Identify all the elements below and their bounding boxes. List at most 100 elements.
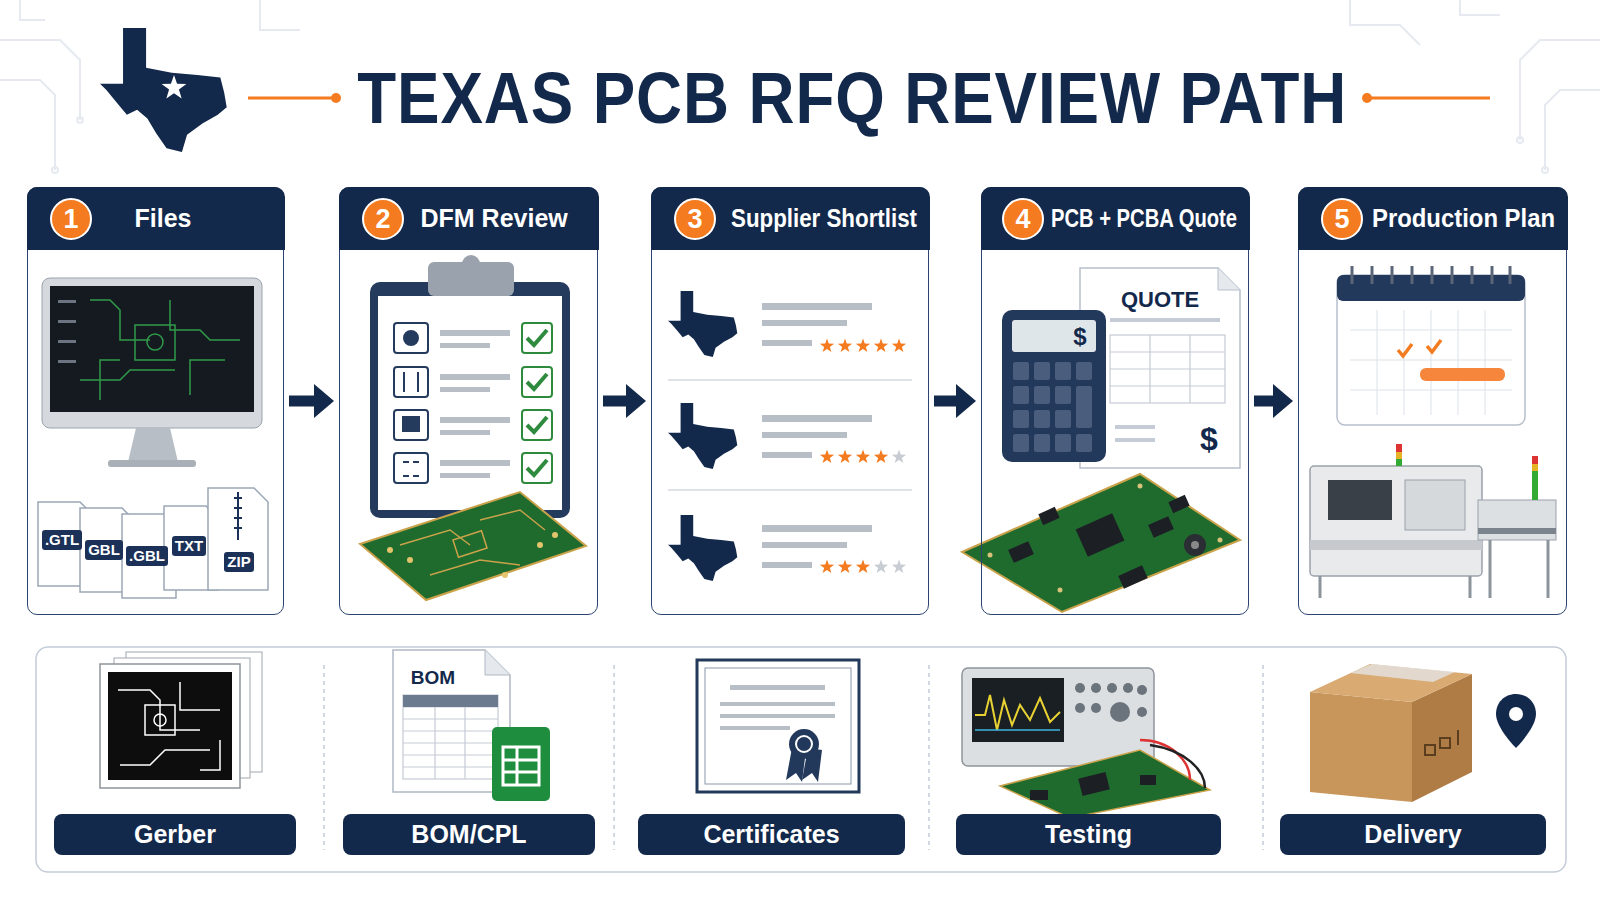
calculator-icon-part-part — [1034, 386, 1050, 404]
arrow-shaft — [289, 396, 316, 407]
bom-sheet-part-part — [503, 747, 539, 785]
certificate-icon-part — [789, 729, 819, 759]
calendar-icon-part-part — [1411, 266, 1414, 284]
quote-document-part-part — [1110, 368, 1225, 369]
calendar-icon-part-part — [1471, 266, 1474, 284]
title-rule-part — [248, 97, 333, 100]
step-title: DFM Review — [421, 204, 568, 233]
pill-label: Certificates — [703, 814, 839, 855]
rating-stars-part — [820, 560, 834, 574]
certificate-icon-part — [697, 660, 859, 792]
oscilloscope-icon-part — [1000, 750, 1210, 818]
gerber-sheets-part-part — [145, 705, 175, 735]
smt-machine-part-part — [1319, 576, 1322, 598]
step-number-circle: 4 — [1002, 198, 1044, 240]
smt-machine-part — [1396, 459, 1402, 466]
calendar-icon-part-part — [1509, 266, 1512, 284]
oscilloscope-icon-part-part — [1137, 685, 1147, 695]
quote-heading: QUOTE — [1121, 288, 1199, 312]
quote-document-part-part — [1115, 438, 1155, 442]
rating-stars-part — [838, 560, 852, 574]
smt-machine-part — [1396, 444, 1402, 452]
oscilloscope-icon-part-part — [1091, 703, 1101, 713]
resource-pill: Certificates — [638, 814, 905, 855]
rating-stars-part — [820, 339, 834, 353]
bom-sheet-part — [485, 650, 510, 675]
monitor-icon — [42, 278, 262, 467]
delivery-box-part-part — [1440, 738, 1450, 748]
delivery-box-part — [1496, 694, 1536, 748]
delivery-box-part — [1509, 707, 1523, 721]
title-rule-part — [1362, 93, 1372, 103]
clipboard-icon-part-part — [403, 462, 419, 476]
clipboard-icon-part-part — [417, 372, 419, 392]
clipboard-icon-part — [462, 255, 480, 273]
circuit-background — [0, 0, 1600, 173]
clipboard-icon-part-part — [522, 323, 552, 353]
step-panel: PCB + PCBA Quote4 — [981, 187, 1249, 615]
file-icons-part-part — [234, 527, 242, 529]
monitor-icon-part-part — [90, 300, 150, 340]
oscilloscope-icon-part-part — [1137, 707, 1147, 717]
assembled-pcb-part-part — [1148, 516, 1174, 538]
clipboard-icon-part-part — [403, 372, 405, 392]
gerber-sheets-part-part — [200, 740, 220, 770]
title-rule-part — [331, 93, 341, 103]
assembled-pcb-part-part — [1076, 513, 1125, 557]
flow-arrow — [1254, 384, 1293, 418]
clipboard-icon — [370, 255, 570, 518]
oscilloscope-icon — [962, 668, 1210, 818]
clipboard-icon-part — [394, 323, 428, 483]
quote-document-part — [1115, 425, 1155, 442]
assembled-pcb — [962, 474, 1240, 612]
rating-stars-part — [856, 339, 870, 353]
delivery-box-part — [1310, 664, 1472, 702]
supplier-rows-part-part — [762, 525, 872, 532]
circuit-background-part — [0, 80, 55, 170]
oscilloscope-icon-part — [1150, 745, 1205, 788]
clipboard-icon-part-part — [440, 460, 510, 466]
clipboard-icon-part-part — [527, 460, 547, 475]
calculator-icon-part-part — [1076, 362, 1092, 380]
oscilloscope-icon-part-part — [1075, 683, 1085, 693]
supplier-rows-part-part — [762, 415, 872, 422]
supplier-rows-part-part — [762, 452, 812, 458]
arrow-head — [314, 384, 334, 418]
pill-label: Delivery — [1364, 814, 1461, 855]
texas-title-map-part — [162, 75, 187, 99]
resource-band — [36, 647, 1566, 872]
clipboard-icon-part-part — [440, 430, 490, 435]
bom-sheet-part-part — [403, 766, 498, 767]
calculator-icon-part-part — [1055, 410, 1071, 428]
assembled-pcb-part — [1008, 495, 1190, 589]
smt-machine-part — [1405, 480, 1465, 530]
smt-machine-part-part — [1469, 576, 1472, 598]
delivery-box-part-part — [1457, 730, 1459, 745]
texas-title-map — [100, 28, 227, 152]
currency-symbol: $ — [1200, 422, 1218, 457]
assembled-pcb-part-part — [1218, 538, 1223, 543]
bare-pcb-part-part — [502, 572, 508, 578]
calendar-icon-part-part — [1431, 266, 1434, 284]
quote-document-part-part — [1115, 425, 1155, 429]
clipboard-icon-part — [527, 330, 547, 475]
quote-document-part-part — [1149, 335, 1150, 403]
file-icons-part — [234, 492, 242, 540]
calendar-icon-part-part — [1351, 266, 1354, 284]
arrow-head — [626, 384, 646, 418]
smt-machine-part — [1320, 540, 1548, 598]
monitor-icon-part-part — [80, 370, 175, 380]
quote-document-part-part — [1110, 335, 1225, 403]
bom-sheet-part-part — [403, 718, 498, 719]
assembled-pcb-part — [962, 474, 1240, 612]
bom-sheet-part-part — [403, 695, 498, 779]
flow-arrow — [289, 384, 334, 418]
file-icons-part-part — [237, 492, 239, 540]
monitor-icon-part-part — [100, 360, 120, 400]
clipboard-icon-part — [378, 296, 562, 510]
supplier-rows-part — [668, 489, 912, 491]
clipboard-icon-part-part — [440, 387, 490, 392]
arrow-shaft — [1254, 396, 1275, 407]
